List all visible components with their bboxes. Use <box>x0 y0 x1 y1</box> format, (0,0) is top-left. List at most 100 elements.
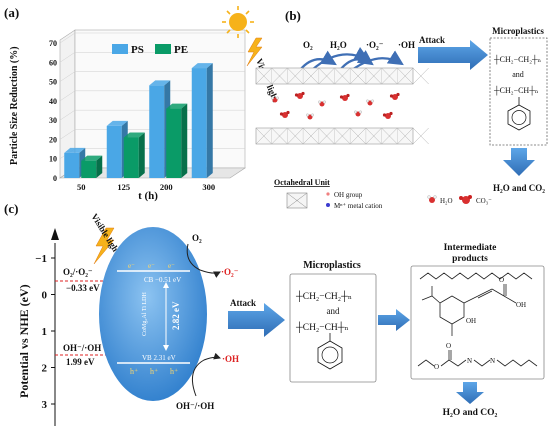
bar-pe-50 <box>81 155 103 178</box>
x-tick-label: 200 <box>160 182 173 192</box>
ps-structure-c: ┼CH₂−CH┼ₙ <box>295 321 349 333</box>
legend-swatch-pe <box>155 44 171 54</box>
holes: h⁺ h⁺ h⁺ <box>130 367 178 376</box>
y-tick-label: 20 <box>49 135 57 144</box>
benzene-ring-b <box>507 104 531 131</box>
ester-chain <box>417 359 435 367</box>
metal-cation-icon <box>326 203 330 207</box>
catalyst-label: CoMg₂Al Ti LDH <box>142 292 148 336</box>
atom-o-1: O <box>499 276 504 284</box>
x-tick-label: 125 <box>117 182 130 192</box>
attack-arrow-b: Attack <box>418 35 488 70</box>
panel-c-label: (c) <box>4 201 18 216</box>
oh-couple-label-c: OH⁻/·OH <box>176 401 214 411</box>
potential-tick-label: 3 <box>42 399 48 411</box>
attack-arrow-c: Attack <box>228 298 285 337</box>
hole-1: h⁺ <box>130 367 138 376</box>
oh-group-label: OH group <box>334 191 363 199</box>
legend-label-ps: PS <box>131 44 144 56</box>
and-label-c: and <box>327 306 340 316</box>
intermediate-title-line2: products <box>452 254 488 264</box>
legend-label-pe: PE <box>174 44 188 56</box>
o2-reduction-arrow <box>186 243 221 278</box>
bars <box>64 63 213 179</box>
benzene-ring-c <box>317 340 343 370</box>
and-label-b: and <box>512 70 524 79</box>
atom-oh-2: OH <box>466 317 476 325</box>
sun-icon <box>222 6 254 38</box>
metal-cation-label: Mⁿ⁺ metal cation <box>334 202 383 210</box>
couple2-label: OH⁻/·OH <box>63 343 101 353</box>
panel-c: (c) −101234 Potential vs NHE (eV) Visibl… <box>4 201 545 426</box>
o2-label-c: O₂ <box>192 233 202 243</box>
atom-o-2: O <box>434 363 439 371</box>
species-o2: O₂ <box>303 40 313 50</box>
microplastics-title-c: Microplastics <box>303 260 361 271</box>
ldh-layers <box>255 67 429 145</box>
bar-ps-300 <box>191 63 213 179</box>
ps-structure-b: ┼CH₂−CH┼ₙ <box>493 85 539 96</box>
electron-3: e⁻ <box>168 262 175 270</box>
electron-2: e⁻ <box>148 262 155 270</box>
reaction-arrows <box>299 46 404 71</box>
y-tick-label: 70 <box>49 39 57 48</box>
bar-pe-125 <box>123 132 145 178</box>
atom-o-3: O <box>446 342 451 350</box>
products-b: H₂O and CO₂ <box>493 183 545 193</box>
bar-pe-200 <box>166 103 188 178</box>
microplastics-title-b: Microplastics <box>492 26 544 36</box>
lightning-icon-c <box>93 227 115 265</box>
x-axis-label: t (h) <box>138 190 158 202</box>
atom-n-1: N <box>467 357 472 365</box>
potential-tick-label: −1 <box>35 253 47 265</box>
hole-2: h⁺ <box>150 367 158 376</box>
y-tick-label: 0 <box>53 174 57 183</box>
potential-tick-label: 0 <box>42 290 48 302</box>
intermediate-title-line1: Intermediate <box>444 243 497 253</box>
y-tick-label: 50 <box>49 78 57 87</box>
panel-a-label: (a) <box>4 5 19 20</box>
x-tick-label: 300 <box>202 182 215 192</box>
legend-swatch-ps <box>112 44 128 54</box>
potential-axis: −101234 <box>35 228 59 426</box>
h2o-icon <box>427 195 437 203</box>
h2o-label: H₂O <box>440 197 453 205</box>
intermediate-box: Intermediate products O OH OH O <box>410 243 545 380</box>
atom-oh-1: OH <box>516 301 526 309</box>
lightning-icon <box>246 37 263 67</box>
hydroxyl-label-c: ·OH <box>222 354 239 364</box>
electron-1: e⁻ <box>128 262 135 270</box>
potential-tick-label: 2 <box>42 363 48 375</box>
co3-label: CO₃⁻ <box>476 197 492 205</box>
oh-group-icon <box>326 192 330 196</box>
species-h2o: H₂O <box>330 40 347 50</box>
attack-label-b: Attack <box>419 35 445 45</box>
species-hydroxyl: ·OH <box>398 40 415 50</box>
y-tick-label: 60 <box>49 58 57 67</box>
attack-label-c: Attack <box>230 298 256 308</box>
potential-tick-label: 1 <box>42 326 48 338</box>
panel-b: (b) Visible light O₂ H₂O ·O₂⁻ ·OH e⁻ <box>222 6 548 210</box>
products-c: H₂O and CO₂ <box>443 408 498 418</box>
interlayer-species <box>271 91 400 120</box>
microplastics-box-c: Microplastics ┼CH₂−CH₂┼ₙ and ┼CH₂−CH┼ₙ <box>289 260 377 383</box>
y-tick-label: 30 <box>49 116 57 125</box>
cyclohexane-ring <box>439 295 465 325</box>
y-tick-label: 40 <box>49 97 57 106</box>
vb-label: VB 2.31 eV <box>142 354 176 362</box>
octahedral-unit-label: Octahedral Unit <box>274 178 330 187</box>
potential-axis-label: Potential vs NHE (eV) <box>17 284 31 398</box>
y-axis-label: Particle Size Reduction (%) <box>9 46 20 165</box>
cb-label: CB −0.51 eV <box>144 276 181 284</box>
oh-oxidation-arrow <box>191 352 221 397</box>
gap-label: 2.82 eV <box>171 301 181 330</box>
pe-structure-c: ┼CH₂−CH₂┼ₙ <box>295 290 352 302</box>
panel-b-label: (b) <box>285 8 301 23</box>
hole-3: h⁺ <box>170 367 178 376</box>
couple1-label: O₂/·O₂⁻ <box>63 267 93 277</box>
electrons: e⁻ e⁻ e⁻ <box>128 262 175 270</box>
